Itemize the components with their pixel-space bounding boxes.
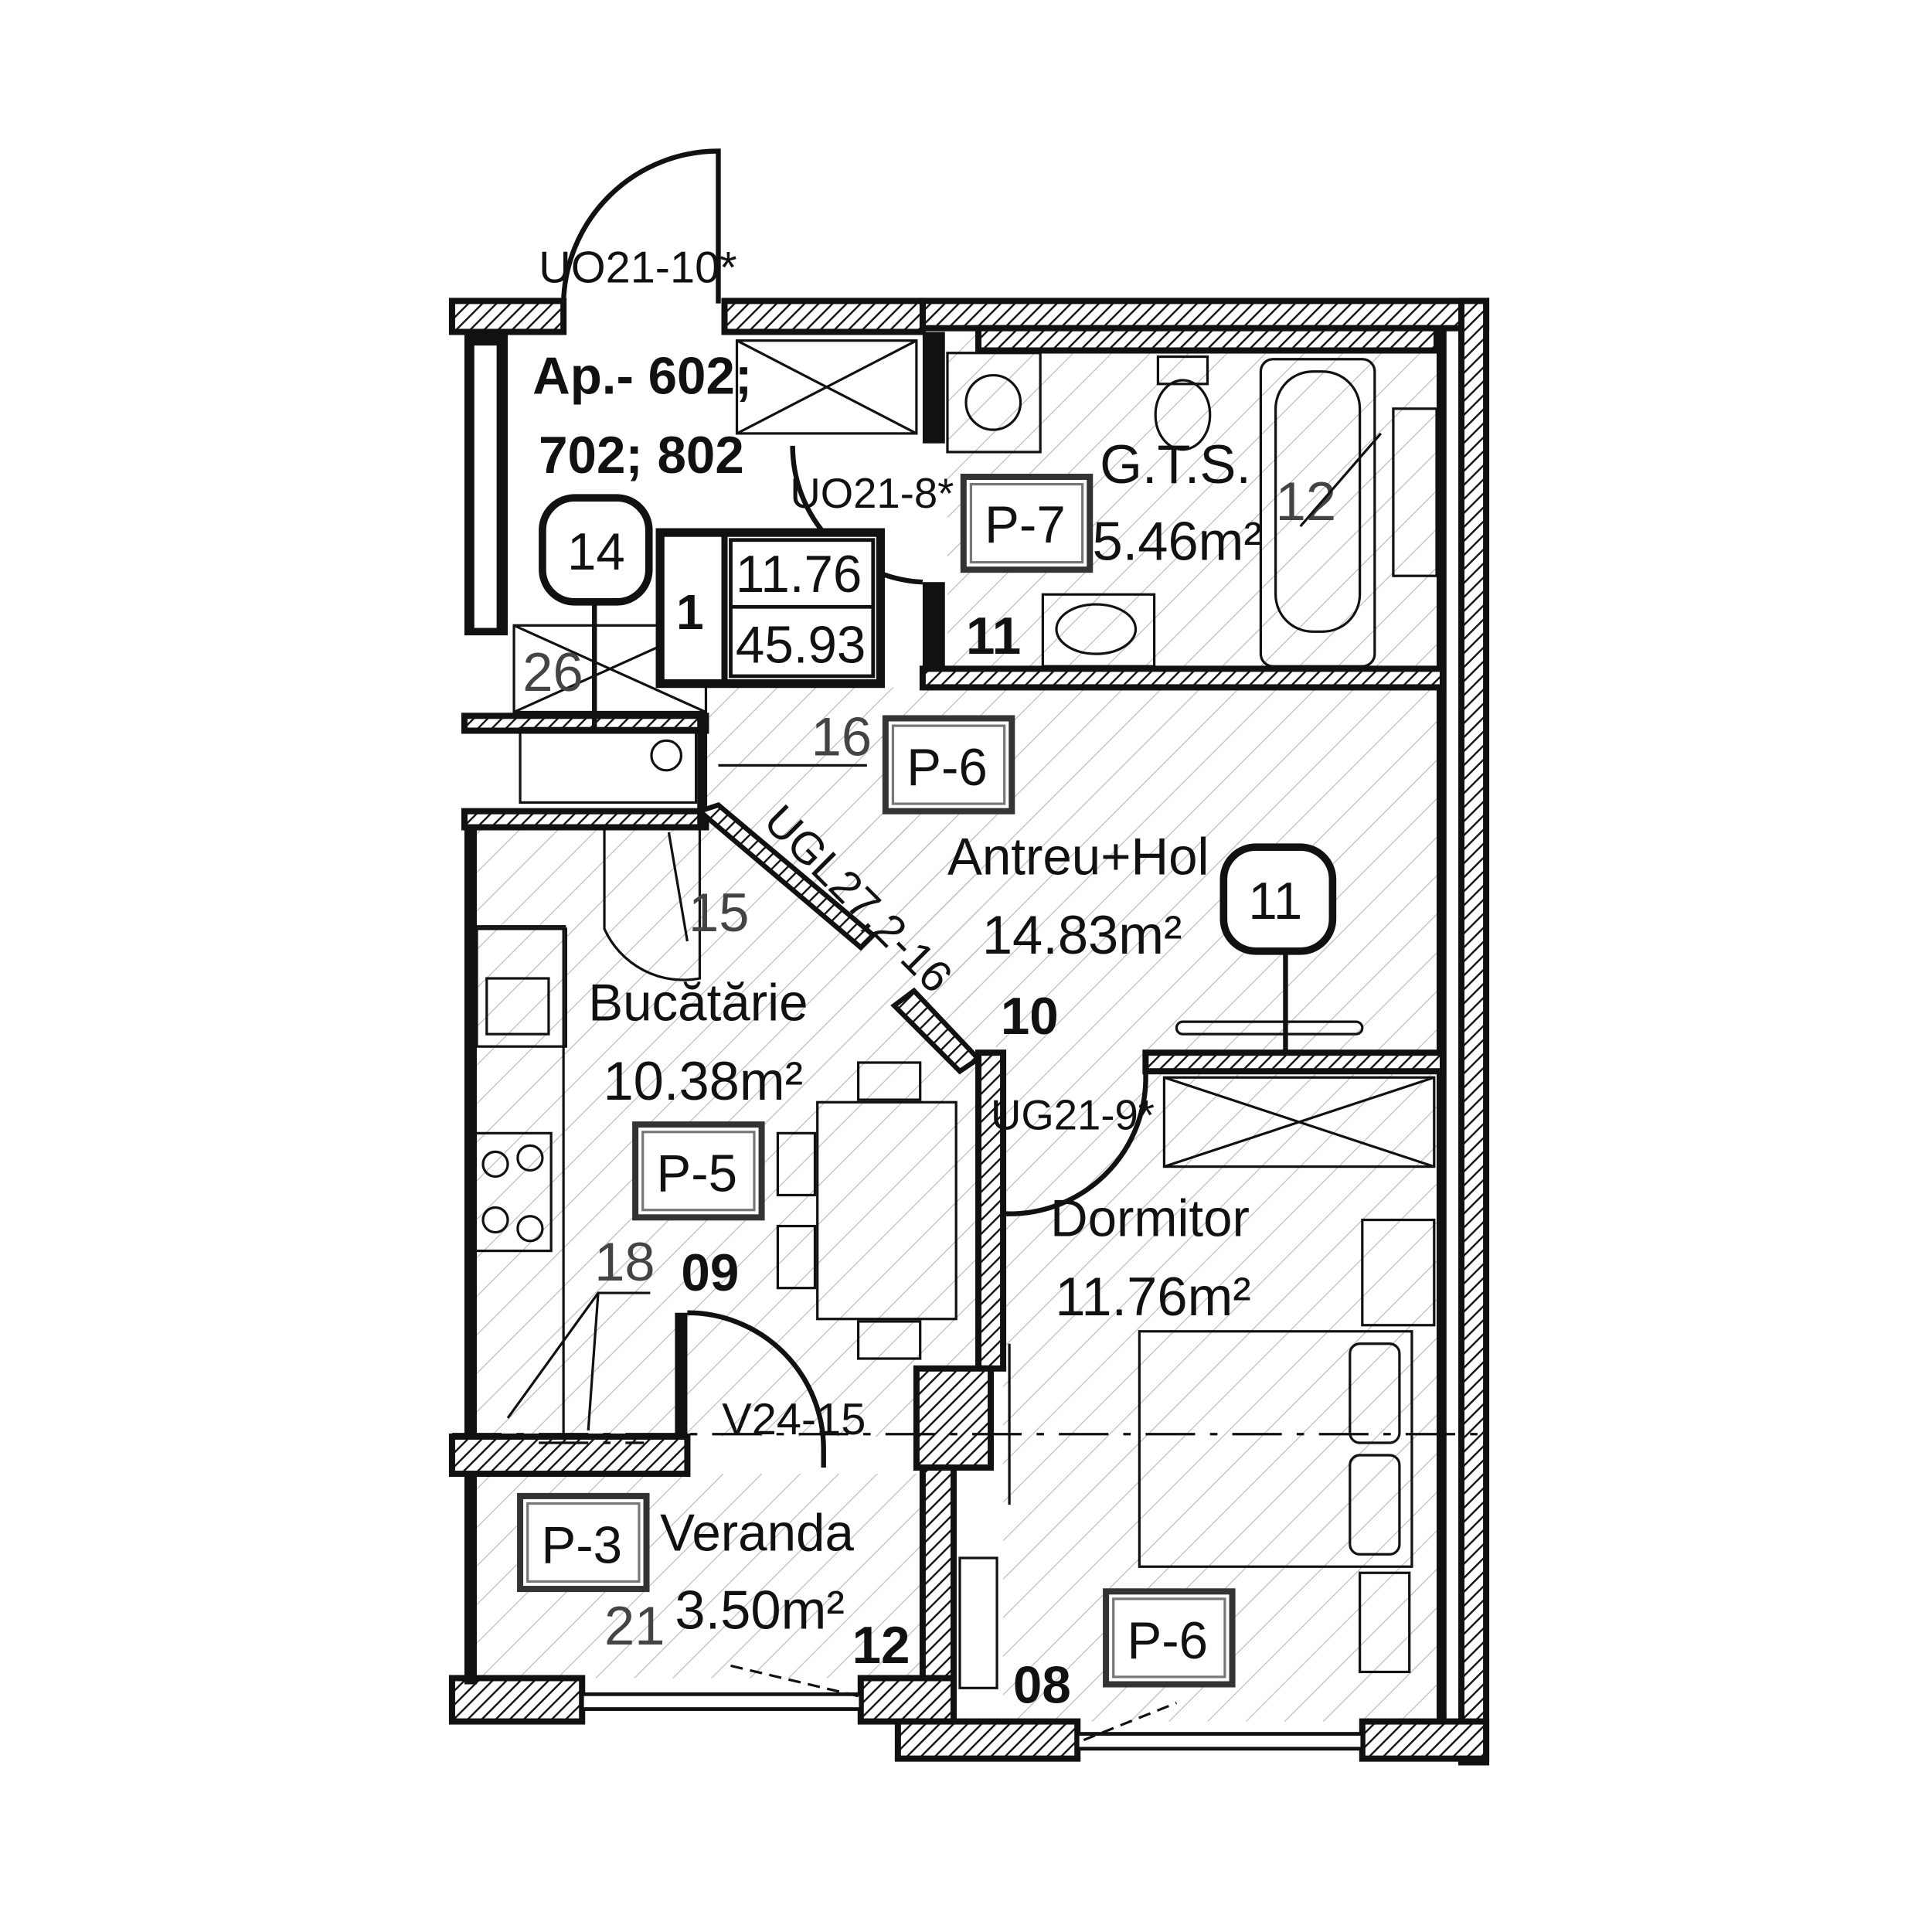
apartment-title-line1: Ap.- 602;: [532, 348, 752, 406]
sink-icon: [1041, 593, 1156, 668]
callouts: 14 11 12 26 16 15 18 21: [506, 432, 1383, 1656]
washing-machine-icon: [946, 352, 1042, 454]
bed: [1138, 1330, 1413, 1568]
living-area: 11.76: [736, 546, 862, 604]
door-label-entrance: UO21-10*: [539, 243, 737, 292]
room-gts: G.T.S. 5.46m² 11 P-7: [960, 434, 1262, 665]
door-label-bathroom: UO21-8*: [790, 470, 954, 517]
apartment-title-line2: 702; 802: [539, 427, 744, 485]
dining-table: [816, 1100, 957, 1321]
ref-16: 16: [811, 706, 872, 767]
room-name: Veranda: [660, 1504, 854, 1562]
room-kitchen: Bucătărie 10.38m² 09 P-5: [588, 975, 808, 1302]
finish-tag: P-6: [906, 739, 988, 797]
door-label-veranda: V24-15: [722, 1395, 866, 1444]
room-name: Bucătărie: [588, 975, 808, 1032]
room-number: 08: [1013, 1657, 1071, 1715]
room-area: 3.50m²: [675, 1579, 844, 1640]
finish-tag: P-3: [541, 1516, 622, 1574]
kitchen-sink-icon: [475, 927, 567, 1048]
fixtures: [451, 339, 1487, 1689]
room-area: 5.46m²: [1092, 510, 1261, 571]
room-number: 10: [1001, 988, 1059, 1046]
ref-26: 26: [522, 641, 583, 702]
finish-tag: P-6: [1127, 1612, 1208, 1670]
room-number: 12: [852, 1617, 910, 1675]
room-number: 09: [681, 1244, 739, 1302]
ref-15: 15: [689, 882, 749, 943]
ref-12: 12: [1276, 471, 1336, 532]
finish-tag: P-5: [656, 1145, 737, 1203]
room-area: 14.83m²: [982, 904, 1182, 965]
room-number: 11: [966, 607, 1021, 665]
summary-box: 1 11.76 45.93: [655, 528, 886, 689]
room-count: 1: [676, 584, 704, 640]
bathtub-icon: [1259, 358, 1376, 668]
wardrobe: [1162, 1076, 1436, 1168]
room-name: Dormitor: [1050, 1189, 1250, 1247]
callout-circle-14: 14: [567, 523, 625, 581]
room-area: 10.38m²: [603, 1050, 803, 1111]
room-bedroom: Dormitor 11.76m² 08 P-6: [1013, 1189, 1251, 1714]
toilet-icon: [1156, 355, 1209, 386]
total-area: 45.93: [736, 616, 866, 674]
callout-circle-11: 11: [1248, 872, 1302, 930]
stove-icon: [473, 1131, 553, 1253]
door-label-bedroom: UG21-9*: [991, 1092, 1155, 1139]
room-name: Antreu+Hol: [947, 828, 1209, 886]
room-area: 11.76m²: [1055, 1266, 1250, 1327]
room-antreu-hol: Antreu+Hol 14.83m² 10 P-6: [882, 715, 1209, 1046]
ref-18: 18: [594, 1231, 655, 1292]
ref-21: 21: [604, 1595, 665, 1656]
room-name: G.T.S.: [1100, 434, 1251, 495]
finish-tag: P-7: [985, 496, 1066, 554]
walls: [448, 298, 1490, 1766]
room-veranda: Veranda 3.50m² 12 P-3: [517, 1492, 910, 1675]
